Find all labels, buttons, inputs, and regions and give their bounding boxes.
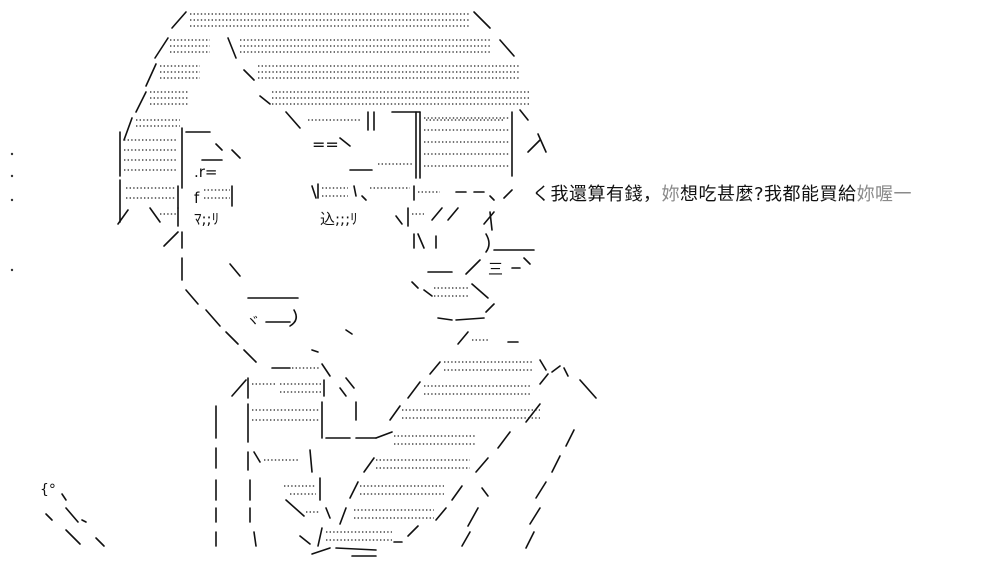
komi-ri-glyph: 込;;;ﾘ bbox=[320, 210, 358, 228]
speech-text: く我還算有錢，妳想吃甚麼?我都能買給妳喔一 bbox=[532, 180, 912, 206]
ma-ri-glyph: ﾏ;;ﾘ bbox=[194, 210, 219, 228]
de-glyph: ヾ bbox=[246, 314, 260, 330]
neck-right bbox=[411, 281, 569, 377]
eq-eq-glyph: == bbox=[312, 135, 339, 154]
hair bbox=[123, 11, 530, 141]
margin-dots bbox=[10, 152, 14, 272]
eyes: == 込;;;ﾘ bbox=[311, 109, 547, 278]
speech-part-2: 妳 bbox=[661, 184, 680, 205]
face-left: .r= f ﾏ;;ﾘ bbox=[117, 127, 241, 327]
speech-part-1: く我還算有錢， bbox=[532, 184, 662, 205]
shirt bbox=[215, 365, 597, 557]
hand: {° bbox=[40, 482, 105, 547]
san-glyph: 三 bbox=[488, 260, 503, 278]
speech-part-3: 想吃甚麼?我都能買給 bbox=[680, 184, 857, 205]
circle-glyph: {° bbox=[40, 482, 56, 498]
mouth-chin: ヾ bbox=[225, 297, 353, 377]
r-eq-glyph: .r= bbox=[194, 163, 218, 181]
f-glyph: f bbox=[194, 189, 200, 207]
speech-part-4: 妳喔一 bbox=[856, 184, 913, 205]
